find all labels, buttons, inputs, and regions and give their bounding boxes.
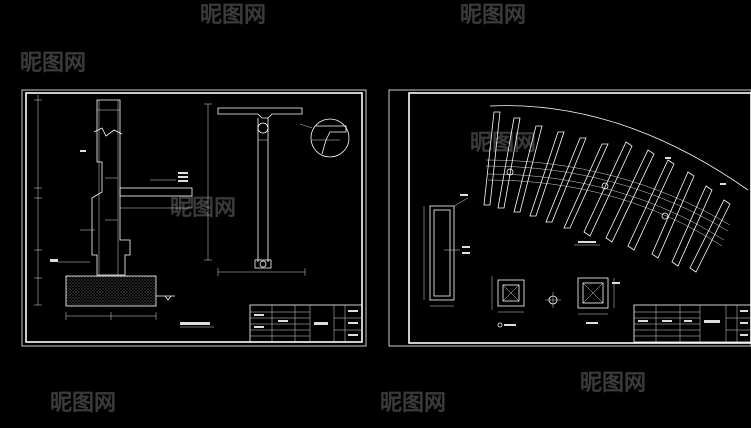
plan-caption	[578, 241, 596, 243]
watermark-text: 昵图网	[580, 371, 646, 396]
right-drawing-sheet	[388, 89, 751, 347]
center-mark	[545, 292, 561, 308]
slat-section-detail	[423, 194, 470, 307]
column-elevation-detail	[204, 103, 350, 276]
right-title-block	[633, 304, 751, 343]
sheet-outer-border	[388, 89, 751, 347]
left-drawing-sheet	[21, 89, 367, 347]
sheet-inner-border	[25, 92, 363, 343]
watermark-text: 昵图网	[460, 3, 526, 28]
column-footing-plan-1	[491, 276, 525, 328]
watermark-text: 昵图网	[380, 391, 446, 416]
column-footing-plan-2	[577, 277, 620, 324]
watermark-text: 昵图网	[200, 3, 266, 28]
watermark-layer: 昵图网 昵图网 昵图网 昵图网 昵图网 昵图网 昵图网 昵图网	[20, 3, 646, 416]
wall-section-caption	[180, 322, 210, 325]
curved-pergola-plan	[483, 105, 749, 273]
sheet-outer-border	[21, 89, 367, 347]
watermark-text: 昵图网	[170, 196, 236, 221]
left-title-block	[249, 304, 363, 343]
sheet-inner-border	[408, 92, 751, 344]
watermark-text: 昵图网	[50, 391, 116, 416]
watermark-text: 昵图网	[470, 131, 536, 156]
wall-section-detail	[34, 95, 214, 328]
watermark-text: 昵图网	[20, 51, 86, 76]
